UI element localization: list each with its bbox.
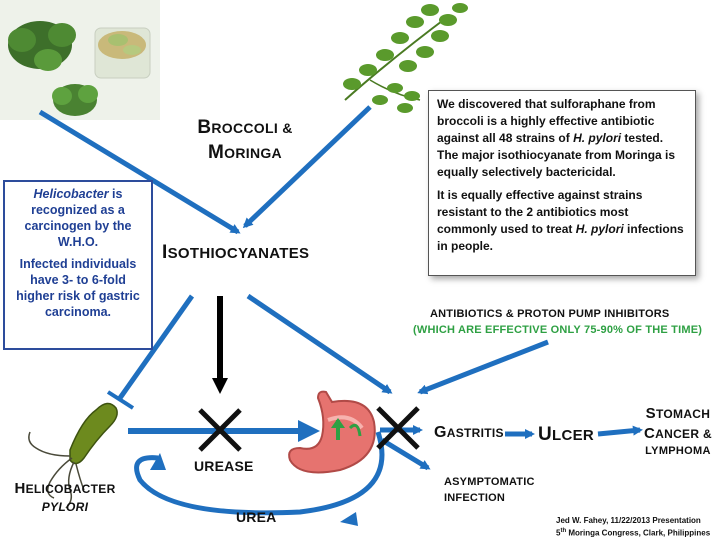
- finding2-b: infections in people.: [437, 222, 684, 253]
- stomach-illustration: [288, 390, 376, 474]
- finding1-a: We discovered that sulforaphane from bro…: [437, 97, 656, 145]
- stomach-cancer-label: STOMACH CANCER & LYMPHOMA: [644, 404, 712, 458]
- block-x-gastritis: [376, 406, 420, 450]
- helicobacter-pylori-illustration: [28, 402, 118, 509]
- finding1-em: H. pylori: [573, 131, 622, 145]
- stomach-rest: TOMACH: [655, 407, 711, 421]
- research-findings-box: We discovered that sulforaphane from bro…: [428, 90, 696, 276]
- asymptomatic-infection-label: ASYMPTOMATIC INFECTION: [444, 474, 535, 506]
- lymphoma-label: LYMPHOMA: [645, 445, 711, 457]
- gastritis-label: GASTRITIS: [434, 424, 504, 442]
- broccoli-initial: B: [197, 117, 212, 138]
- arrow-moringa-to-isothiocyanates: [242, 105, 372, 229]
- cancer-initial: C: [644, 425, 656, 442]
- moringa-initial: M: [208, 142, 225, 163]
- inhibition-line-pylori: [117, 294, 195, 400]
- urea-loop-arrowhead-bottom: [340, 512, 358, 526]
- footer-ordinal-suffix: th: [560, 528, 567, 534]
- isothiocyanates-rest: SOTHIOCYANATES: [167, 245, 310, 262]
- arrow-broccoli-to-isothiocyanates: [38, 109, 241, 235]
- arrow-ulcer-to-cancer: [597, 425, 643, 437]
- broccoli-rest: ROCCOLI &: [211, 120, 293, 136]
- ulcer-label: ULCER: [538, 424, 594, 446]
- helicobacter-pylori-label: HELICOBACTER PYLORI: [10, 480, 120, 516]
- block-x-urease: [198, 408, 242, 452]
- isothiocyanates-label: ISOTHIOCYANATES: [162, 242, 309, 264]
- asymptomatic-line2: INFECTION: [444, 492, 506, 504]
- moringa-leaves-image: [343, 3, 468, 113]
- helicobacter-term: Helicobacter: [33, 187, 109, 201]
- ulcer-initial: U: [538, 424, 553, 445]
- finding1-b: tested. The major isothiocyanate from Mo…: [437, 131, 676, 179]
- ulcer-rest: LCER: [552, 427, 595, 444]
- pylori-word: PYLORI: [41, 500, 89, 514]
- carcinogen-statement-rest: is recognized as a carcinogen by the W.H…: [24, 187, 132, 249]
- moringa-rest: ORINGA: [224, 145, 282, 161]
- gastritis-initial: G: [434, 424, 447, 441]
- footer-congress-name: Moringa Congress, Clark, Philippines: [566, 528, 711, 538]
- finding2-em: H. pylori: [575, 222, 624, 236]
- helicobacter-rest: ELICOBACTER: [25, 482, 116, 496]
- gastric-risk-statement: Infected individuals have 3- to 6-fold h…: [16, 257, 140, 319]
- urea-cycle-loop: [134, 431, 385, 516]
- arrow-isothiocyanates-to-gastritis: [246, 293, 393, 395]
- broccoli-image: [0, 0, 160, 120]
- urease-label: UREASE: [194, 458, 254, 474]
- sulforaphane-finding: We discovered that sulforaphane from bro…: [437, 96, 687, 181]
- presentation-footer: Jed W. Fahey, 11/22/2013 Presentation 5t…: [556, 516, 710, 539]
- finding2-a: It is equally effective against strains …: [437, 188, 643, 236]
- footer-congress-line: 5th Moringa Congress, Clark, Philippines: [556, 526, 710, 539]
- carcinogen-info-box: Helicobacter is recognized as a carcinog…: [3, 180, 153, 350]
- antibiotics-efficacy-note: (WHICH ARE EFFECTIVE ONLY 75-90% OF THE …: [413, 324, 703, 336]
- urea-loop-arrowhead-left: [150, 453, 166, 470]
- antibiotics-label: ANTIBIOTICS & PROTON PUMP INHIBITORS: [430, 308, 670, 320]
- broccoli-moringa-label: BROCCOLI & MORINGA: [180, 116, 310, 166]
- footer-ordinal: 5: [556, 528, 561, 538]
- urea-label: UREA: [236, 509, 277, 525]
- stomach-initial: S: [645, 405, 656, 422]
- carcinogen-statement: Helicobacter is recognized as a carcinog…: [11, 186, 145, 250]
- asymptomatic-line1: ASYMPTOMATIC: [444, 476, 535, 488]
- isothiocyanates-initial: I: [162, 242, 168, 263]
- footer-author-line: Jed W. Fahey, 11/22/2013 Presentation: [556, 516, 701, 525]
- gastritis-rest: ASTRITIS: [446, 426, 504, 440]
- arrow-antibiotics-to-gastritis: [417, 339, 549, 395]
- cancer-rest: ANCER &: [655, 427, 712, 441]
- helicobacter-initial: H: [14, 480, 26, 497]
- arrow-stomach-to-asymptomatic: [380, 437, 431, 471]
- resistant-strain-finding: It is equally effective against strains …: [437, 187, 687, 255]
- inhibition-bar-pylori: [106, 390, 135, 410]
